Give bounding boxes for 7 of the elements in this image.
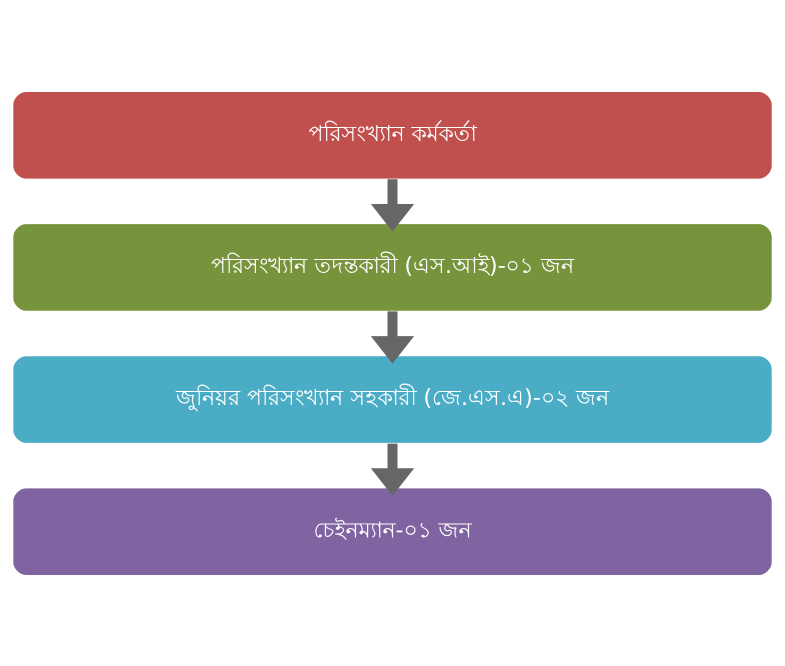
node-box: জুনিয়র পরিসংখ্যান সহকারী (জে.এস.এ)-০২ জন bbox=[12, 354, 773, 444]
node-box: পরিসংখ্যান তদন্তকারী (এস.আই)-০১ জন bbox=[12, 222, 773, 312]
node-box: চেইনম্যান-০১ জন bbox=[12, 486, 773, 576]
arrow bbox=[370, 178, 414, 232]
arrow bbox=[370, 310, 414, 364]
arrow bbox=[370, 443, 414, 496]
node-box: পরিসংখ্যান কর্মকর্তা bbox=[12, 90, 773, 180]
